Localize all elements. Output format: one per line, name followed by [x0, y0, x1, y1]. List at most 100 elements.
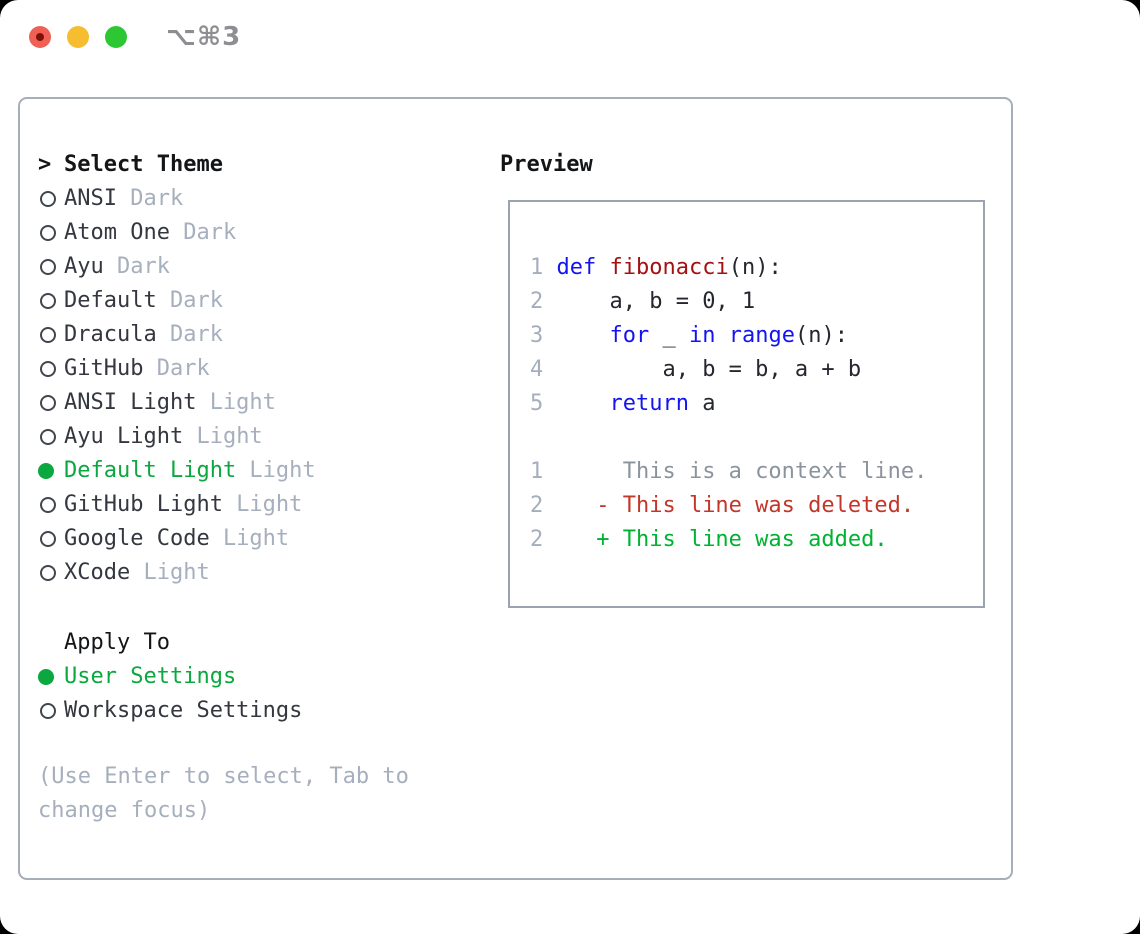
theme-option-atom-one[interactable]: Atom One Dark [38, 216, 316, 250]
radio-unselected-icon [38, 293, 64, 309]
code-segment-plain: a [688, 391, 716, 416]
code-segment-kw: def [556, 255, 597, 280]
diff-line: 2 - This line was deleted. [530, 489, 927, 523]
code-segment-plain [543, 255, 556, 280]
apply-option-user-settings[interactable]: User Settings [38, 660, 302, 694]
radio-unselected-icon [38, 225, 64, 241]
option-variant-label: Dark [183, 220, 237, 245]
radio-selected-icon [38, 463, 64, 479]
line-number: 2 [530, 493, 544, 518]
line-number: 1 [530, 255, 544, 280]
option-label: Workspace Settings [64, 698, 303, 723]
option-variant-label: Light [236, 492, 303, 517]
option-label: ANSI [64, 186, 117, 211]
code-line: 3 for _ in range(n): [530, 319, 927, 353]
option-variant-label: Light [143, 560, 210, 585]
option-label: Dracula [64, 322, 157, 347]
code-segment-plain [596, 255, 609, 280]
option-label: Atom One [64, 220, 170, 245]
radio-unselected-icon [38, 703, 64, 719]
theme-option-github-light[interactable]: GitHub Light Light [38, 488, 316, 522]
title-bar: ⌥⌘3 [0, 0, 1140, 75]
code-line: 1 def fibonacci(n): [530, 251, 927, 285]
theme-option-ayu-light[interactable]: Ayu Light Light [38, 420, 316, 454]
code-segment-kw: range [728, 323, 795, 348]
code-segment-plain: (n): [794, 323, 848, 348]
code-line: 4 a, b = b, a + b [530, 353, 927, 387]
keyboard-hint-text: (Use Enter to select, Tab to change focu… [38, 764, 409, 823]
line-number: 3 [530, 323, 544, 348]
option-variant-label: Dark [169, 322, 223, 347]
line-number: 4 [530, 357, 544, 382]
option-label: Default [64, 288, 157, 313]
apply-to-header: Apply To [38, 626, 302, 660]
theme-option-xcode[interactable]: XCode Light [38, 556, 316, 590]
theme-list-header: > Select Theme [38, 148, 316, 182]
code-segment-plain: a, b = b, a + b [543, 357, 862, 382]
radio-unselected-icon [38, 191, 64, 207]
radio-unselected-icon [38, 497, 64, 513]
theme-option-dracula[interactable]: Dracula Dark [38, 318, 316, 352]
theme-option-github[interactable]: GitHub Dark [38, 352, 316, 386]
option-label: GitHub Light [64, 492, 223, 517]
theme-option-default[interactable]: Default Dark [38, 284, 316, 318]
option-label: Default Light [64, 458, 237, 483]
code-segment-kw: for [609, 323, 650, 348]
diff-line: 2 + This line was added. [530, 523, 927, 557]
zoom-button[interactable] [105, 26, 127, 48]
apply-option-workspace-settings[interactable]: Workspace Settings [38, 694, 302, 728]
option-variant-label: Dark [116, 254, 170, 279]
theme-list-title: Select Theme [64, 152, 223, 177]
option-label: ANSI Light [64, 390, 197, 415]
code-segment-kw: return [609, 391, 689, 416]
line-number: 2 [530, 527, 544, 552]
radio-unselected-icon [38, 361, 64, 377]
apply-to-title: Apply To [64, 630, 170, 655]
theme-option-ayu[interactable]: Ayu Dark [38, 250, 316, 284]
line-number: 2 [530, 289, 544, 314]
close-button[interactable] [29, 26, 51, 48]
code-line: 2 a, b = 0, 1 [530, 285, 927, 319]
radio-unselected-icon [38, 259, 64, 275]
option-label: GitHub [64, 356, 144, 381]
radio-unselected-icon [38, 565, 64, 581]
theme-option-ansi-light[interactable]: ANSI Light Light [38, 386, 316, 420]
code-segment-fn: fibonacci [609, 255, 729, 280]
option-variant-label: Light [222, 526, 290, 551]
code-diff-gap [530, 421, 927, 455]
option-label: XCode [64, 560, 131, 585]
code-segment-del: - This line was deleted. [543, 493, 915, 518]
option-label: Ayu Light [64, 424, 184, 449]
code-segment-plain [715, 323, 728, 348]
option-variant-label: Light [209, 390, 276, 415]
focus-caret-icon: > [38, 152, 52, 177]
code-segment-plain [543, 323, 609, 348]
minimize-button[interactable] [67, 26, 89, 48]
option-label: User Settings [64, 664, 237, 689]
code-segment-add: + This line was added. [543, 527, 888, 552]
radio-unselected-icon [38, 531, 64, 547]
radio-selected-icon [38, 669, 64, 685]
radio-unselected-icon [38, 327, 64, 343]
keyboard-shortcut-label: ⌥⌘3 [166, 22, 242, 52]
option-variant-label: Dark [156, 356, 210, 381]
diff-line: 1 This is a context line. [530, 455, 927, 489]
code-segment-plain: (n): [728, 255, 782, 280]
preview-title: Preview [500, 152, 593, 177]
option-label: Ayu [64, 254, 104, 279]
option-variant-label: Light [249, 458, 316, 483]
code-segment-ctx: This is a context line. [543, 459, 928, 484]
theme-option-default-light[interactable]: Default Light Light [38, 454, 316, 488]
radio-unselected-icon [38, 395, 64, 411]
code-segment-kw: in [688, 323, 716, 348]
option-variant-label: Dark [169, 288, 223, 313]
option-variant-label: Light [196, 424, 263, 449]
